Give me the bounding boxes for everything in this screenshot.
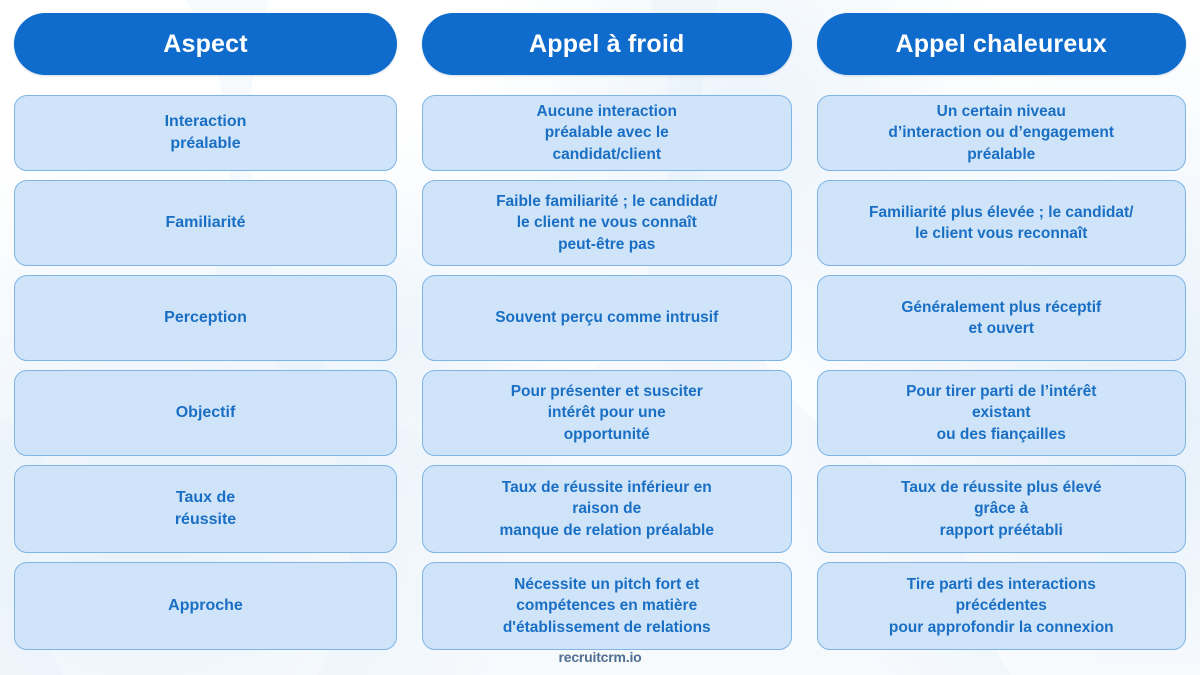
table-cell-aspect-3: Objectif — [14, 370, 397, 456]
cell-line: ou des fiançailles — [936, 425, 1066, 443]
cell-line: Pour présenter et susciter — [510, 383, 703, 401]
cell-line: candidat/client — [552, 145, 661, 163]
table-cell-cold-5: Nécessite un pitch fort et compétences e… — [422, 562, 792, 650]
cell-line: grâce à — [974, 500, 1029, 518]
table-cell-cold-1: Faible familiarité ; le candidat/ le cli… — [422, 180, 792, 266]
cell-line: Taux de — [175, 489, 236, 507]
cell-line: raison de — [572, 500, 642, 518]
table-cell-aspect-5: Approche — [14, 562, 397, 650]
table-cell-cold-0: Aucune interaction préalable avec le can… — [422, 95, 792, 171]
cell-line: peut-être pas — [558, 235, 656, 253]
table-cell-warm-5: Tire parti des interactions précédentes … — [816, 562, 1186, 650]
cell-line: Interaction — [164, 113, 247, 131]
cell-line: et ouvert — [968, 320, 1034, 337]
cell-line: manque de relation préalable — [499, 521, 714, 539]
cell-line: compétences en matière — [516, 597, 698, 615]
cell-line: Tire parti des interactions — [906, 576, 1096, 594]
cell-line: préalable — [170, 135, 241, 152]
table-cell-aspect-0: Interaction préalable — [14, 95, 397, 171]
cell-line: précédentes — [955, 597, 1047, 615]
cell-line: pour approfondir la connexion — [888, 618, 1114, 636]
table-cell-aspect-1: Familiarité — [14, 180, 397, 266]
table-cell-cold-3: Pour présenter et susciter intérêt pour … — [422, 370, 792, 456]
table-cell-cold-2: Souvent perçu comme intrusif — [422, 275, 792, 361]
cell-line: Objectif — [175, 404, 236, 422]
table-cell-cold-4: Taux de réussite inférieur en raison de … — [422, 465, 792, 553]
cell-line: intérêt pour une — [547, 404, 666, 422]
table-cell-aspect-2: Perception — [14, 275, 397, 361]
cell-line: le client ne vous connaît — [516, 214, 697, 232]
column-header-warm-call: Appel chaleureux — [816, 13, 1186, 75]
cell-line: Taux de réussite plus élevé — [901, 479, 1102, 497]
cell-line: Taux de réussite inférieur en — [501, 479, 712, 497]
cell-line: d'établissement de relations — [502, 618, 711, 636]
column-header-aspect-label: Aspect — [163, 29, 248, 58]
cell-line: Perception — [164, 309, 247, 327]
column-aspect: Aspect Interaction préalable Familiarité… — [14, 13, 397, 659]
column-header-warm-call-label: Appel chaleureux — [895, 29, 1108, 58]
footer: recruitcrm.io — [0, 649, 1200, 667]
column-cold-call: Appel à froid Aucune interaction préalab… — [422, 13, 792, 659]
column-warm-call: Appel chaleureux Un certain niveau d’int… — [816, 13, 1186, 659]
cell-line: d’interaction ou d’engagement — [888, 124, 1115, 142]
table-cell-warm-3: Pour tirer parti de l’intérêt existant o… — [816, 370, 1186, 456]
comparison-table: Aspect Interaction préalable Familiarité… — [14, 13, 1186, 659]
cell-line: Pour tirer parti de l’intérêt — [906, 383, 1097, 401]
table-cell-warm-0: Un certain niveau d’interaction ou d’eng… — [816, 95, 1186, 171]
table-cell-aspect-4: Taux de réussite — [14, 465, 397, 553]
cell-line: rapport préétabli — [939, 521, 1063, 539]
cell-line: opportunité — [563, 425, 650, 443]
column-header-aspect: Aspect — [14, 13, 397, 75]
table-cell-warm-1: Familiarité plus élevée ; le candidat/ l… — [816, 180, 1186, 266]
cell-line: préalable avec le — [544, 124, 669, 142]
cell-line: préalable — [967, 145, 1036, 163]
table-cell-warm-4: Taux de réussite plus élevé grâce à rapp… — [816, 465, 1186, 553]
cell-line: Familiarité plus élevée ; le candidat/ — [869, 203, 1134, 221]
cell-line: Faible familiarité ; le candidat/ — [496, 193, 718, 211]
cell-line: Aucune interaction — [536, 103, 677, 121]
cell-line: Nécessite un pitch fort et — [514, 576, 700, 594]
cell-line: Un certain niveau — [936, 103, 1066, 121]
cell-line: Approche — [168, 597, 243, 615]
table-cell-warm-2: Généralement plus réceptif et ouvert — [816, 275, 1186, 361]
cell-line: le client vous reconnaît — [915, 225, 1088, 242]
cell-line: Généralement plus réceptif — [901, 298, 1102, 316]
column-header-cold-call: Appel à froid — [422, 13, 792, 75]
brand-logo-text: recruitcrm.io — [558, 649, 642, 665]
cell-line: existant — [971, 404, 1031, 422]
cell-line: Familiarité — [165, 214, 246, 232]
cell-line: réussite — [174, 511, 237, 528]
cell-line: Souvent perçu comme intrusif — [495, 309, 719, 327]
column-header-cold-call-label: Appel à froid — [529, 29, 685, 58]
